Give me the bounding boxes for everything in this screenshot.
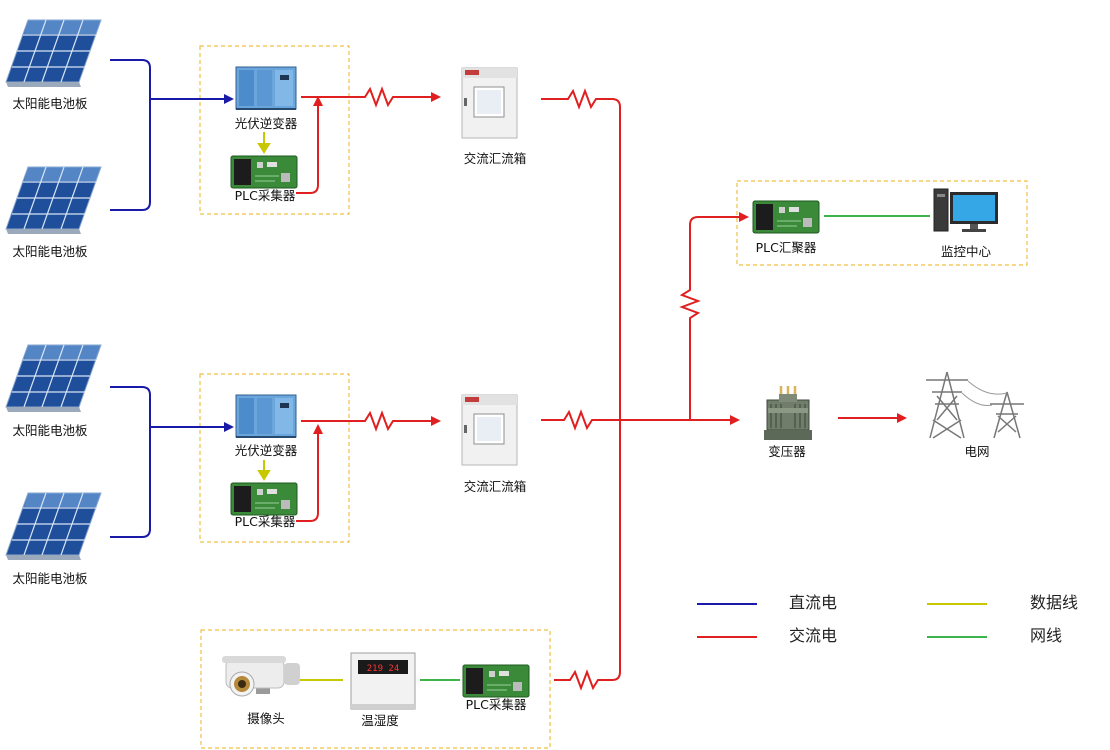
solar-panel-label-3: 太阳能电池板: [12, 423, 88, 438]
thermo-display-reading: 219 24: [367, 664, 400, 674]
solar-panel-icon-4: [5, 492, 102, 561]
inverter-group-top: [199, 45, 350, 215]
inverter-icon-1: [235, 66, 297, 110]
grid-label: 电网: [964, 444, 989, 459]
node-labels: 太阳能电池板 太阳能电池板 太阳能电池板 太阳能电池板 光伏逆变器 光伏逆变器 …: [12, 96, 991, 728]
thermo-hygrometer-icon: 219 24: [350, 652, 416, 710]
sensor-group: [200, 629, 551, 749]
monitoring-center-icon: [933, 188, 998, 232]
legend-network-label: 网线: [1030, 626, 1062, 645]
ac-combiner-label-1: 交流汇流箱: [464, 151, 527, 166]
ac-combiner-icon-1: [461, 67, 518, 139]
camera-icon: [222, 656, 300, 697]
legend-data-label: 数据线: [1030, 593, 1078, 612]
data-lines: [257, 132, 343, 681]
monitoring-center-label: 监控中心: [941, 244, 992, 259]
camera-label: 摄像头: [247, 711, 285, 726]
solar-panel-icon-3: [5, 344, 102, 413]
monitoring-group: [736, 180, 1028, 266]
solar-panel-icon-1: [5, 19, 102, 88]
inverter-group-bottom: [199, 373, 350, 543]
plc-collector-label-2: PLC采集器: [235, 514, 296, 529]
legend-dc-label: 直流电: [789, 593, 837, 612]
solar-panel-label-4: 太阳能电池板: [12, 571, 88, 586]
dashed-group-boxes: [199, 45, 1028, 749]
solar-panel-icon-2: [5, 166, 102, 235]
legend-ac-label: 交流电: [789, 626, 837, 645]
grid-icon: [926, 371, 1024, 439]
solar-panel-label-2: 太阳能电池板: [12, 244, 88, 259]
ac-lines: [296, 86, 898, 691]
ac-combiner-label-2: 交流汇流箱: [464, 479, 527, 494]
plc-aggregator-icon: [752, 200, 820, 234]
transformer-icon: [764, 386, 812, 440]
inverter-label-2: 光伏逆变器: [235, 443, 298, 458]
plc-collector-icon-3: [462, 664, 530, 698]
legend: 直流电 交流电 数据线 网线: [697, 593, 1078, 645]
plc-collector-icon-1: [230, 155, 298, 189]
transformer-label: 变压器: [768, 444, 806, 459]
network-lines: [420, 215, 930, 681]
inverter-icon-2: [235, 394, 297, 438]
thermo-hygrometer-label: 温湿度: [361, 713, 399, 728]
plc-collector-label-1: PLC采集器: [235, 188, 296, 203]
inverter-label-1: 光伏逆变器: [235, 116, 298, 131]
ac-combiner-icon-2: [461, 394, 518, 466]
plc-aggregator-label: PLC汇聚器: [756, 240, 817, 255]
plc-collector-icon-2: [230, 482, 298, 516]
dc-lines: [110, 59, 228, 538]
dc-arrowheads: [224, 94, 234, 432]
plc-collector-label-3: PLC采集器: [466, 697, 527, 712]
ac-arrowheads: [313, 92, 907, 434]
solar-panel-label-1: 太阳能电池板: [12, 96, 88, 111]
